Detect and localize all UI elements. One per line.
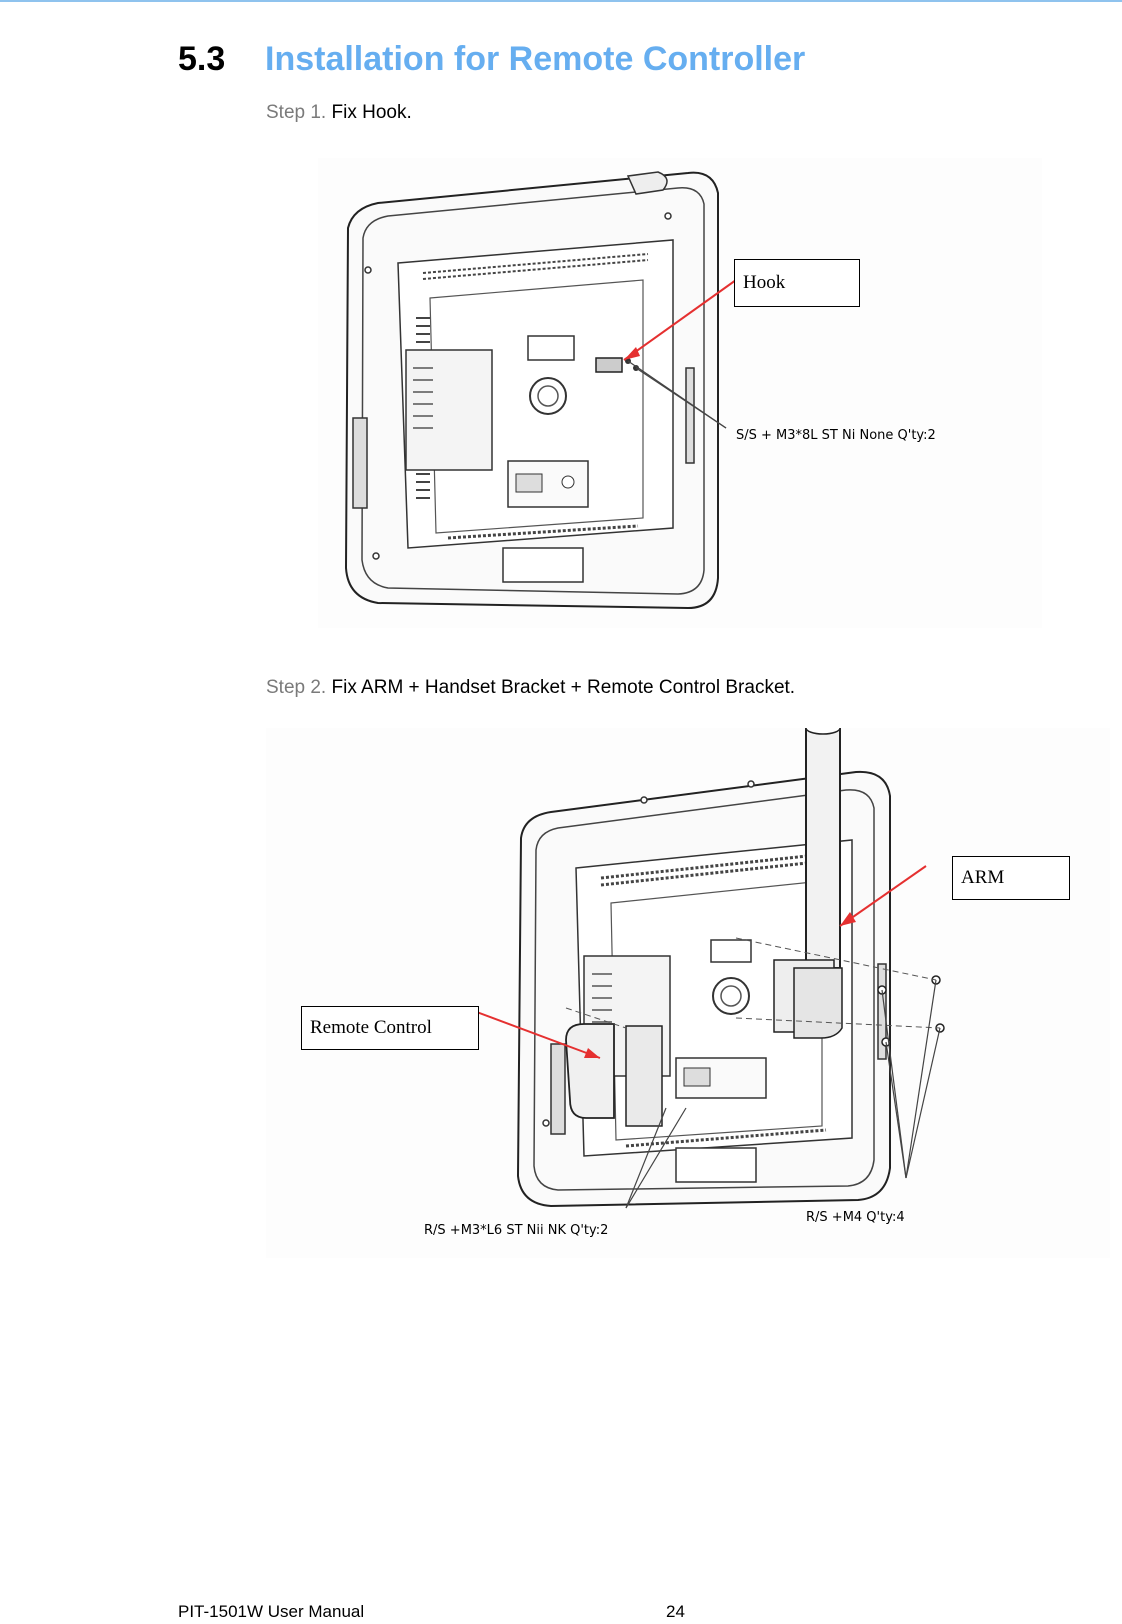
remote-control-callout: Remote Control [301,1006,479,1050]
remote-screw-note: R/S +M3*L6 ST Nii NK Q'ty:2 [424,1223,609,1238]
footer-manual-title: PIT-1501W User Manual [178,1602,365,1621]
hook-callout-label: Hook [743,272,786,293]
step-1-prefix: Step 1. [266,102,327,123]
arm-bracket-diagram [266,721,1110,1258]
figure-fix-hook: Hook S/S + M3*8L ST Ni None Q'ty:2 [318,158,1042,628]
page-number: 24 [666,1602,685,1621]
arm-callout-label: ARM [961,867,1005,888]
arm-callout: ARM [952,856,1070,900]
step-2-text: Fix ARM + Handset Bracket + Remote Contr… [331,677,796,698]
header-rule [0,0,1122,2]
arm-screw-note: R/S +M4 Q'ty:4 [806,1210,905,1225]
section-title: Installation for Remote Controller [265,40,806,78]
hook-screw-note: S/S + M3*8L ST Ni None Q'ty:2 [736,428,936,443]
step-1-text: Fix Hook. [331,102,412,123]
step-2-prefix: Step 2. [266,677,327,698]
figure-fix-arm: ARM Remote Control R/S +M3*L6 ST Nii NK … [266,721,1110,1258]
hook-callout: Hook [734,259,860,307]
step-2: Step 2. Fix ARM + Handset Bracket + Remo… [266,677,795,699]
step-1: Step 1. Fix Hook. [266,102,412,124]
remote-control-callout-label: Remote Control [310,1017,432,1038]
hook-diagram [318,158,1042,628]
section-number: 5.3 [178,40,226,78]
